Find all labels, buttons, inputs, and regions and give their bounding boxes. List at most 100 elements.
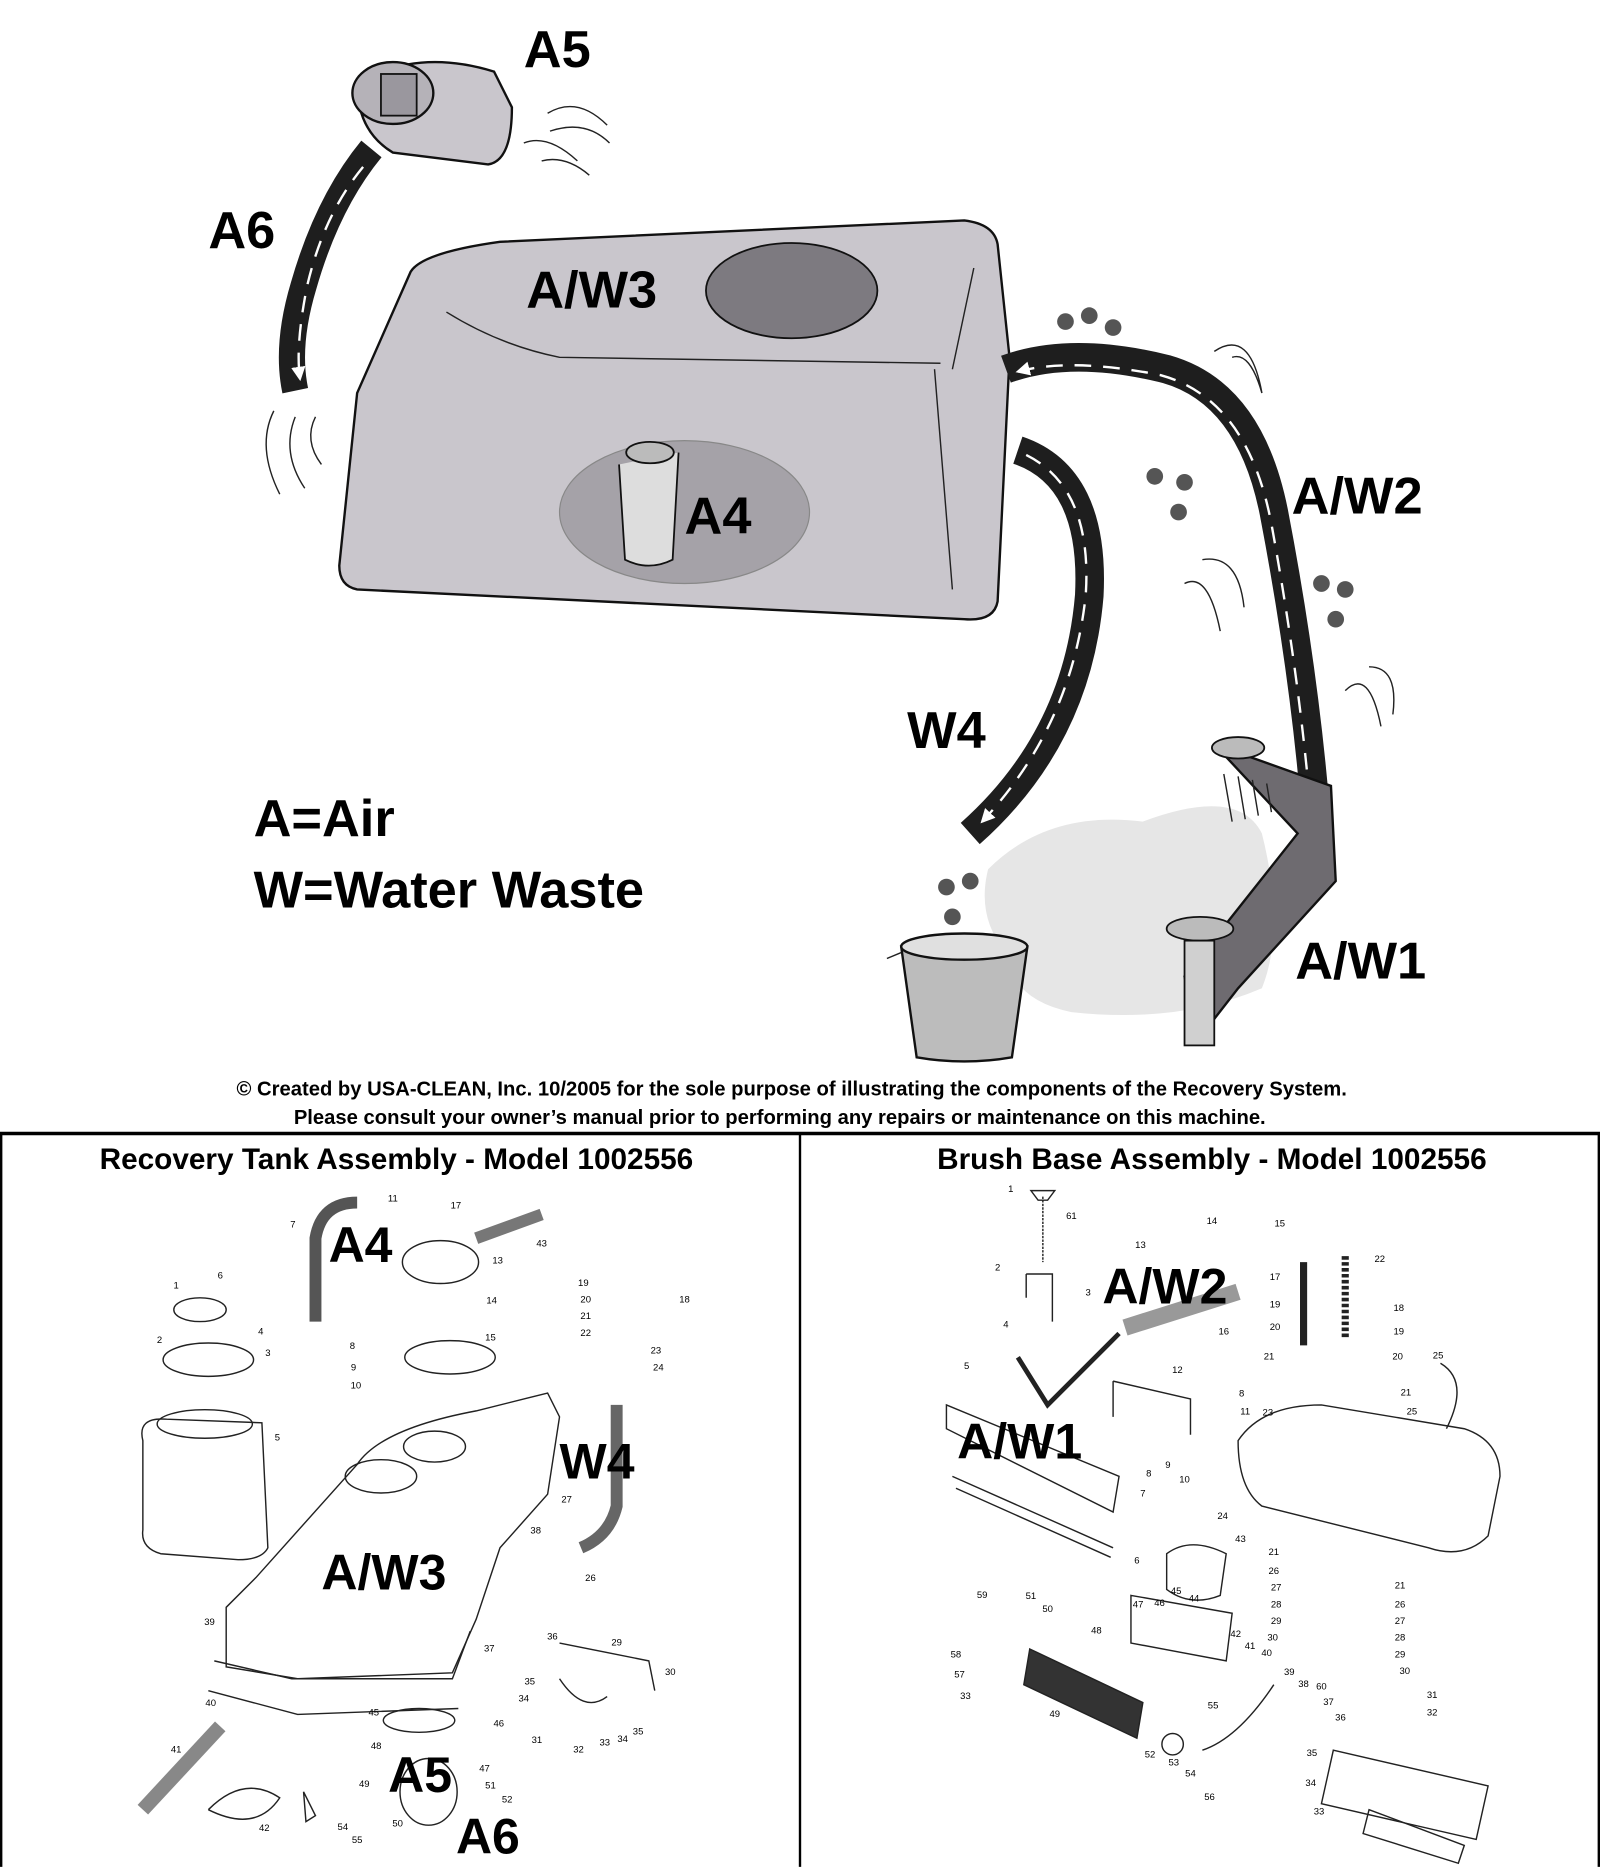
recovery-label-w4: W4 — [560, 1434, 635, 1490]
brush-base-part-number: 26 — [1395, 1599, 1406, 1610]
recovery-tank-part-number: 36 — [547, 1631, 558, 1642]
recovery-tank-part-number: 54 — [338, 1822, 349, 1833]
brush-base-part-number: 32 — [1427, 1708, 1438, 1719]
brush-base-part-number: 33 — [1314, 1806, 1325, 1817]
recovery-tank-part-number: 50 — [392, 1818, 403, 1829]
recovery-tank-part-number: 27 — [561, 1495, 572, 1506]
brush-base-part-number: 7 — [1140, 1489, 1145, 1500]
recovery-tank-part-number: 6 — [218, 1271, 223, 1282]
legend-air: A=Air — [254, 790, 395, 848]
label-a4: A4 — [685, 487, 752, 545]
brush-base-part-number: 21 — [1269, 1547, 1280, 1558]
brush-base-part-number: 14 — [1207, 1216, 1218, 1227]
brush-base-part-number: 55 — [1208, 1701, 1219, 1712]
recovery-label-a4: A4 — [329, 1217, 393, 1273]
hose-aw2 — [1001, 343, 1330, 811]
brush-base-part-number: 56 — [1204, 1792, 1215, 1803]
brush-base-part-number: 44 — [1189, 1593, 1200, 1604]
brush-base-part-number: 25 — [1407, 1406, 1418, 1417]
brush-base-part-number: 39 — [1284, 1667, 1295, 1678]
recovery-tank-part-number: 8 — [350, 1341, 355, 1352]
recovery-tank-part-number: 46 — [494, 1718, 505, 1729]
brush-base-part-number: 15 — [1274, 1218, 1285, 1229]
brush-base-part-number: 12 — [1172, 1365, 1183, 1376]
hose-a6 — [278, 140, 382, 394]
recovery-tank-part-number: 7 — [290, 1220, 295, 1231]
recovery-tank-part-number: 31 — [532, 1735, 543, 1746]
legend-water-waste: W=Water Waste — [254, 861, 644, 919]
label-a5: A5 — [524, 21, 591, 79]
brush-base-exploded-view — [945, 1189, 1501, 1865]
recovery-tank-part-number: 52 — [502, 1795, 513, 1806]
recovery-tank-title: Recovery Tank Assembly - Model 1002556 — [100, 1143, 694, 1176]
brush-base-part-number: 4 — [1003, 1320, 1009, 1331]
brush-base-part-number: 43 — [1235, 1534, 1246, 1545]
recovery-tank-part-number: 38 — [530, 1526, 541, 1537]
recovery-tank-part-number: 10 — [351, 1380, 362, 1391]
brush-base-part-number: 46 — [1154, 1598, 1165, 1609]
brush-base-part-number: 9 — [1165, 1460, 1170, 1471]
brush-base-part-number: 20 — [1270, 1322, 1281, 1333]
label-a6: A6 — [208, 202, 275, 260]
brush-base-part-number: 41 — [1245, 1641, 1256, 1652]
recovery-tank-part-number: 41 — [171, 1745, 182, 1756]
brush-base-part-number: 28 — [1271, 1599, 1282, 1610]
brush-base-part-number: 29 — [1271, 1616, 1282, 1627]
brush-base-part-number: 49 — [1049, 1709, 1060, 1720]
brush-base-part-number: 5 — [964, 1361, 969, 1372]
brush-base-part-number: 16 — [1219, 1327, 1230, 1338]
recovery-tank-part-number: 15 — [485, 1333, 496, 1344]
waste-bucket — [886, 932, 1029, 1063]
hose-w4 — [960, 436, 1104, 845]
recovery-tank-part-number: 33 — [599, 1737, 610, 1748]
recovery-tank-part-number: 45 — [369, 1708, 380, 1719]
brush-base-part-number: 24 — [1217, 1511, 1228, 1522]
recovery-tank-part-number: 34 — [617, 1734, 628, 1745]
recovery-tank-part-number: 32 — [573, 1745, 584, 1756]
label-w4: W4 — [907, 702, 986, 760]
recovery-label-a5: A5 — [388, 1747, 452, 1803]
brush-base-part-number: 10 — [1179, 1474, 1190, 1485]
brush-base-part-number: 33 — [960, 1691, 971, 1702]
brush-base-part-number: 11 — [1240, 1406, 1250, 1417]
brush-base-part-number: 40 — [1261, 1648, 1272, 1659]
brush-base-part-number: 53 — [1169, 1758, 1180, 1769]
recovery-label-a6: A6 — [456, 1809, 520, 1865]
brush-base-part-number: 38 — [1298, 1679, 1309, 1690]
brush-base-part-number: 6 — [1134, 1555, 1139, 1566]
brush-base-part-number: 42 — [1230, 1629, 1241, 1640]
brush-base-title: Brush Base Assembly - Model 1002556 — [937, 1143, 1487, 1176]
brush-base-part-number: 3 — [1085, 1287, 1090, 1298]
recovery-tank-part-number: 24 — [653, 1362, 664, 1373]
brush-base-part-number: 27 — [1395, 1616, 1406, 1627]
recovery-tank-part-number: 34 — [519, 1693, 530, 1704]
brush-base-part-number: 8 — [1146, 1468, 1151, 1479]
recovery-tank-part-number: 9 — [351, 1362, 356, 1373]
recovery-tank-part-number: 49 — [359, 1779, 370, 1790]
brush-base-part-number: 50 — [1042, 1604, 1053, 1615]
recovery-tank-part-number: 18 — [679, 1295, 690, 1306]
recovery-tank-part-number: 26 — [585, 1573, 596, 1584]
recovery-label-aw3: A/W3 — [321, 1544, 446, 1600]
recovery-tank-part-number: 5 — [275, 1433, 280, 1444]
brush-base-part-number: 48 — [1091, 1626, 1102, 1637]
brush-base-part-number: 54 — [1185, 1768, 1196, 1779]
recovery-tank-part-number: 19 — [578, 1278, 589, 1289]
brush-base-part-number: 60 — [1316, 1681, 1327, 1692]
recovery-tank-part-number: 51 — [485, 1780, 496, 1791]
brush-base-part-number: 18 — [1394, 1303, 1405, 1314]
recovery-tank-part-number: 47 — [479, 1764, 490, 1775]
recovery-tank-part-number: 3 — [265, 1348, 270, 1359]
recovery-tank-part-number: 39 — [204, 1617, 215, 1628]
brush-base-part-number: 51 — [1026, 1591, 1037, 1602]
brush-base-part-number: 23 — [1263, 1408, 1274, 1419]
brush-base-part-number: 58 — [951, 1649, 962, 1660]
brush-base-part-number: 57 — [954, 1670, 965, 1681]
recovery-tank-part-number: 1 — [174, 1280, 179, 1291]
recovery-tank-part-number: 2 — [157, 1335, 162, 1346]
brush-base-part-number: 30 — [1267, 1633, 1278, 1644]
brush-base-part-number: 28 — [1395, 1633, 1406, 1644]
brush-base-part-number: 34 — [1305, 1778, 1316, 1789]
